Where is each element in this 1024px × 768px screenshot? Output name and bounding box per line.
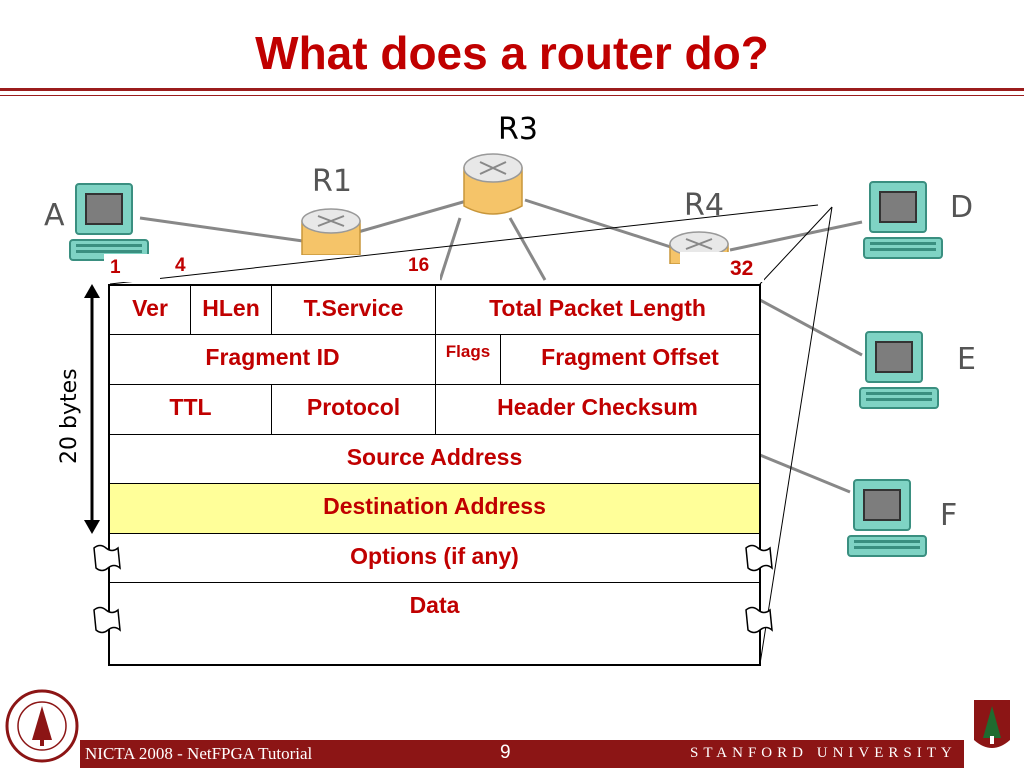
page-number: 9 xyxy=(500,742,511,763)
field-fragment-id: Fragment ID xyxy=(110,335,436,384)
router-label-r1: R1 xyxy=(312,164,352,199)
header-size-arrow xyxy=(84,284,100,534)
footer-left-text: NICTA 2008 - NetFPGA Tutorial xyxy=(85,744,313,763)
router-label-r4: R4 xyxy=(684,188,724,223)
computer-f-icon xyxy=(847,479,927,557)
field-protocol: Protocol xyxy=(272,385,436,434)
field-fragment-offset: Fragment Offset xyxy=(541,344,719,370)
header-row-2: Fragment ID Flags Fragment Offset xyxy=(110,335,759,385)
router-r3-icon xyxy=(463,153,523,215)
field-total-length: Total Packet Length xyxy=(489,295,706,321)
field-header-checksum: Header Checksum xyxy=(497,394,698,420)
bit-label-16: 16 xyxy=(408,255,430,276)
header-row-1: Ver HLen T.Service Total Packet Length xyxy=(110,286,759,335)
svg-text:20 bytes: 20 bytes xyxy=(57,368,82,464)
title-rule-thin xyxy=(0,95,1024,96)
header-row-4: Source Address xyxy=(110,435,759,484)
field-flags: Flags xyxy=(436,335,501,384)
host-label-f: F xyxy=(940,498,958,533)
host-label-d: D xyxy=(950,190,974,225)
footer-bar xyxy=(80,740,964,768)
bit-label-mask-left xyxy=(104,254,160,282)
field-options: Options (if any) xyxy=(350,543,519,569)
title-rule xyxy=(0,88,1024,91)
bit-label-4: 4 xyxy=(175,255,186,276)
field-ttl: TTL xyxy=(110,385,272,434)
computer-d-icon xyxy=(863,181,943,259)
bit-label-mask-mid xyxy=(390,254,440,282)
host-label-a: A xyxy=(44,198,65,233)
ip-header-table: Ver HLen T.Service Total Packet Length F… xyxy=(108,284,761,666)
footer-right-text: STANFORD UNIVERSITY xyxy=(690,745,957,761)
stanford-logo-icon xyxy=(974,700,1010,748)
university-seal-icon xyxy=(5,689,79,763)
slide-title: What does a router do? xyxy=(255,27,769,79)
router-r1-icon xyxy=(301,208,361,255)
field-header-length: HLen xyxy=(191,286,272,334)
field-type-of-service: T.Service xyxy=(272,286,436,334)
header-size-label: 20 bytes xyxy=(57,368,82,464)
field-source-address: Source Address xyxy=(346,444,523,470)
bit-label-mask-right xyxy=(680,252,764,282)
bit-label-1: 1 xyxy=(110,257,121,278)
header-row-7: Data xyxy=(110,583,759,664)
header-row-3: TTL Protocol Header Checksum xyxy=(110,385,759,435)
field-version: Ver xyxy=(110,286,191,334)
host-label-e: E xyxy=(957,342,976,377)
computer-e-icon xyxy=(859,331,939,409)
header-row-6: Options (if any) xyxy=(110,534,759,583)
field-destination-address: Destination Address xyxy=(323,493,546,519)
bit-label-32: 32 xyxy=(730,257,754,280)
field-data: Data xyxy=(409,592,460,618)
router-label-r3: R3 xyxy=(498,112,538,147)
header-row-5: Destination Address xyxy=(110,484,759,534)
